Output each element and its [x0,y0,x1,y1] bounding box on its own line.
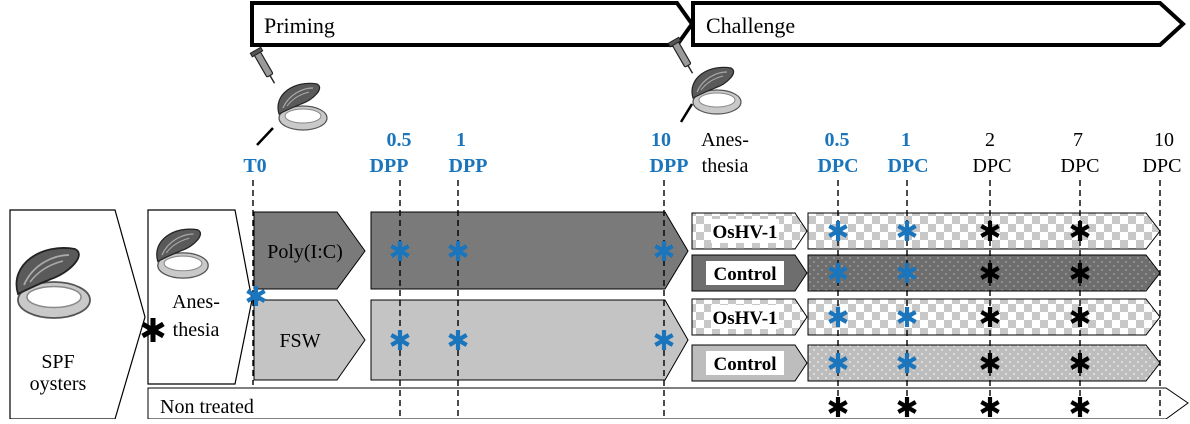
svg-text:Anes-: Anes- [701,129,749,151]
fsw-priming-bar [370,299,689,381]
challenge-injection-icon [667,36,742,123]
asterisk-icon [897,263,917,283]
asterisk-icon [1070,221,1090,241]
asterisk-icon [390,330,410,350]
asterisk-icon [980,397,1000,417]
priming-phase-arrow: Priming [250,0,695,47]
svg-text:10: 10 [651,129,671,151]
asterisk-icon [828,221,848,241]
fsw-arrow: FSW [253,299,366,381]
asterisk-icon [980,307,1000,327]
svg-text:OsHV-1: OsHV-1 [712,222,777,243]
timepoint-0.5-dpc: 0.5 DPC [817,129,858,177]
asterisk-icon [828,353,848,373]
timepoint-10-dpc: 10 DPC [1143,129,1182,177]
asterisk-icon [390,241,410,261]
timepoint-1-dpp: 1 DPP [449,129,488,177]
asterisk-icon [897,307,917,327]
oyster-icon [691,66,742,115]
svg-text:DPC: DPC [817,155,858,177]
fsw-label: FSW [279,330,320,352]
asterisk-icon [1070,353,1090,373]
timepoint-0.5-dpp: 0.5 DPP [370,129,412,177]
timepoint-10-dpp: 10 DPP [650,129,689,177]
svg-text:DPP: DPP [449,155,488,177]
challenge-phase-arrow: Challenge [691,1,1186,47]
svg-text:10: 10 [1154,129,1174,151]
asterisk-icon [828,307,848,327]
asterisk-icon [828,263,848,283]
svg-text:OsHV-1: OsHV-1 [712,308,777,329]
asterisk-icon [654,241,674,261]
asterisk-icon [980,263,1000,283]
svg-text:DPC: DPC [887,155,928,177]
spf-label-line1: SPF [41,351,74,373]
anesthesia-label-line1: Anes- [172,291,220,313]
asterisk-icon [448,241,468,261]
priming-injection-icon [249,46,328,146]
svg-text:DPC: DPC [1061,155,1100,177]
asterisk-icon [897,221,917,241]
svg-text:Control: Control [714,264,777,285]
polyic-arrow: Poly(I:C) [253,211,366,290]
challenge-label: Challenge [706,13,795,38]
asterisk-icon [980,221,1000,241]
svg-text:DPC: DPC [973,155,1012,177]
timepoint-1-dpc: 1 DPC [887,129,928,177]
spf-oysters-box: SPF oysters [9,209,146,420]
timeline-bar-control-fsw [807,344,1161,382]
svg-text:DPC: DPC [1143,155,1182,177]
group-label-oshv1-polyic: OsHV-1 [691,212,808,250]
svg-text:thesia: thesia [702,155,749,177]
svg-text:Control: Control [714,354,777,375]
anesthesia-label-line2: thesia [173,319,220,341]
timeline-bar-oshv1-polyic [807,212,1161,250]
asterisk-icon [654,330,674,350]
asterisk-icon [980,353,1000,373]
svg-text:0.5: 0.5 [387,129,412,151]
asterisk-icon [141,318,165,342]
timepoint-7-dpc: 7 DPC [1061,129,1100,177]
svg-text:DPP: DPP [370,155,409,177]
asterisk-icon [897,353,917,373]
svg-text:DPP: DPP [650,155,689,177]
challenge-anesthesia-label: Anes- thesia [701,129,749,177]
asterisk-icon [246,286,266,306]
asterisk-icon [448,330,468,350]
asterisk-icon [1070,397,1090,417]
sampling-asterisks [141,221,1090,417]
non-treated-label: Non treated [160,396,254,418]
group-label-control-polyic: Control [691,254,808,292]
asterisk-icon [828,397,848,417]
group-label-oshv1-fsw: OsHV-1 [691,298,808,336]
polyic-label: Poly(I:C) [267,241,343,263]
non-treated-bar: Non treated [147,387,1189,420]
polyic-priming-bar [370,211,689,290]
timeline-bar-control-polyic [807,254,1161,292]
svg-text:2: 2 [985,129,995,151]
timepoint-2-dpc: 2 DPC [973,129,1012,177]
svg-text:1: 1 [901,129,911,151]
initial-anesthesia-box: Anes- thesia [147,209,253,385]
svg-text:7: 7 [1073,129,1083,151]
timeline-bar-oshv1-fsw [807,298,1161,336]
priming-label: Priming [264,13,335,38]
asterisk-icon [1070,263,1090,283]
t0-label: T0 [243,155,266,177]
svg-text:0.5: 0.5 [825,129,850,151]
asterisk-icon [897,397,917,417]
oyster-icon [277,82,328,131]
syringe-icon [249,46,281,87]
timepoint-lines [252,180,1161,419]
group-label-control-fsw: Control [691,344,808,382]
asterisk-icon [1070,307,1090,327]
spf-label-line2: oysters [30,373,87,395]
svg-text:1: 1 [456,129,466,151]
